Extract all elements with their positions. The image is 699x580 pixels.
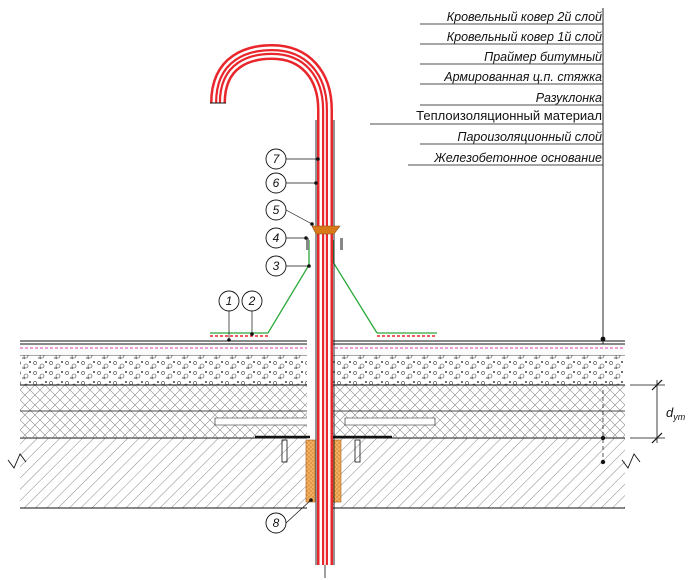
svg-text:6: 6 xyxy=(273,176,280,190)
layer-text-slope: Разуклонка xyxy=(536,91,602,105)
callout-8: 8 xyxy=(265,498,313,534)
layer-label-2: Кровельный ковер 1й слой xyxy=(420,30,603,45)
layer-text-insulation: Теплоизоляционный материал xyxy=(416,108,602,123)
layer-label-4: Армированная ц.п. стяжка xyxy=(420,70,603,85)
layer-text-vapor: Пароизоляционный слой xyxy=(457,130,602,144)
callout-4: 4 xyxy=(265,227,308,249)
callouts: 7 6 5 4 3 1 xyxy=(218,148,320,534)
layer-text-concrete: Железобетонное основание xyxy=(433,151,602,165)
layer-label-7: Пароизоляционный слой xyxy=(420,130,603,145)
svg-text:1: 1 xyxy=(226,294,233,308)
layer-label-5: Разуклонка xyxy=(420,91,603,106)
svg-text:3: 3 xyxy=(273,259,280,273)
svg-text:7: 7 xyxy=(273,152,281,166)
layer-text-primer: Праймер битумный xyxy=(484,50,602,64)
svg-text:5: 5 xyxy=(273,203,280,217)
callout-2: 2 xyxy=(241,290,263,336)
layer-label-6: Теплоизоляционный материал xyxy=(370,108,603,125)
callout-7: 7 xyxy=(265,148,320,170)
layer-label-3: Праймер битумный xyxy=(420,50,603,65)
svg-text:8: 8 xyxy=(273,516,280,530)
dimension-insulation: dут xyxy=(600,379,686,465)
layer-text-screed: Армированная ц.п. стяжка xyxy=(443,70,602,84)
pipe-collar xyxy=(306,225,343,250)
vent-pipe xyxy=(210,43,335,578)
layer-text-roof-1: Кровельный ковер 1й слой xyxy=(447,30,602,44)
callout-1: 1 xyxy=(218,290,240,342)
svg-text:2: 2 xyxy=(248,294,256,308)
layer-text-roof-2: Кровельный ковер 2й слой xyxy=(447,10,602,24)
callout-6: 6 xyxy=(265,172,318,194)
fixing-plates xyxy=(255,435,392,463)
layer-label-8: Железобетонное основание xyxy=(408,151,603,166)
callout-5: 5 xyxy=(265,199,314,226)
svg-text:4: 4 xyxy=(273,231,280,245)
layer-legend: Кровельный ковер 2й слой Кровельный кове… xyxy=(370,8,606,352)
layer-label-1: Кровельный ковер 2й слой xyxy=(420,10,603,25)
callout-3: 3 xyxy=(265,255,311,277)
dimension-label: dут xyxy=(666,405,686,422)
